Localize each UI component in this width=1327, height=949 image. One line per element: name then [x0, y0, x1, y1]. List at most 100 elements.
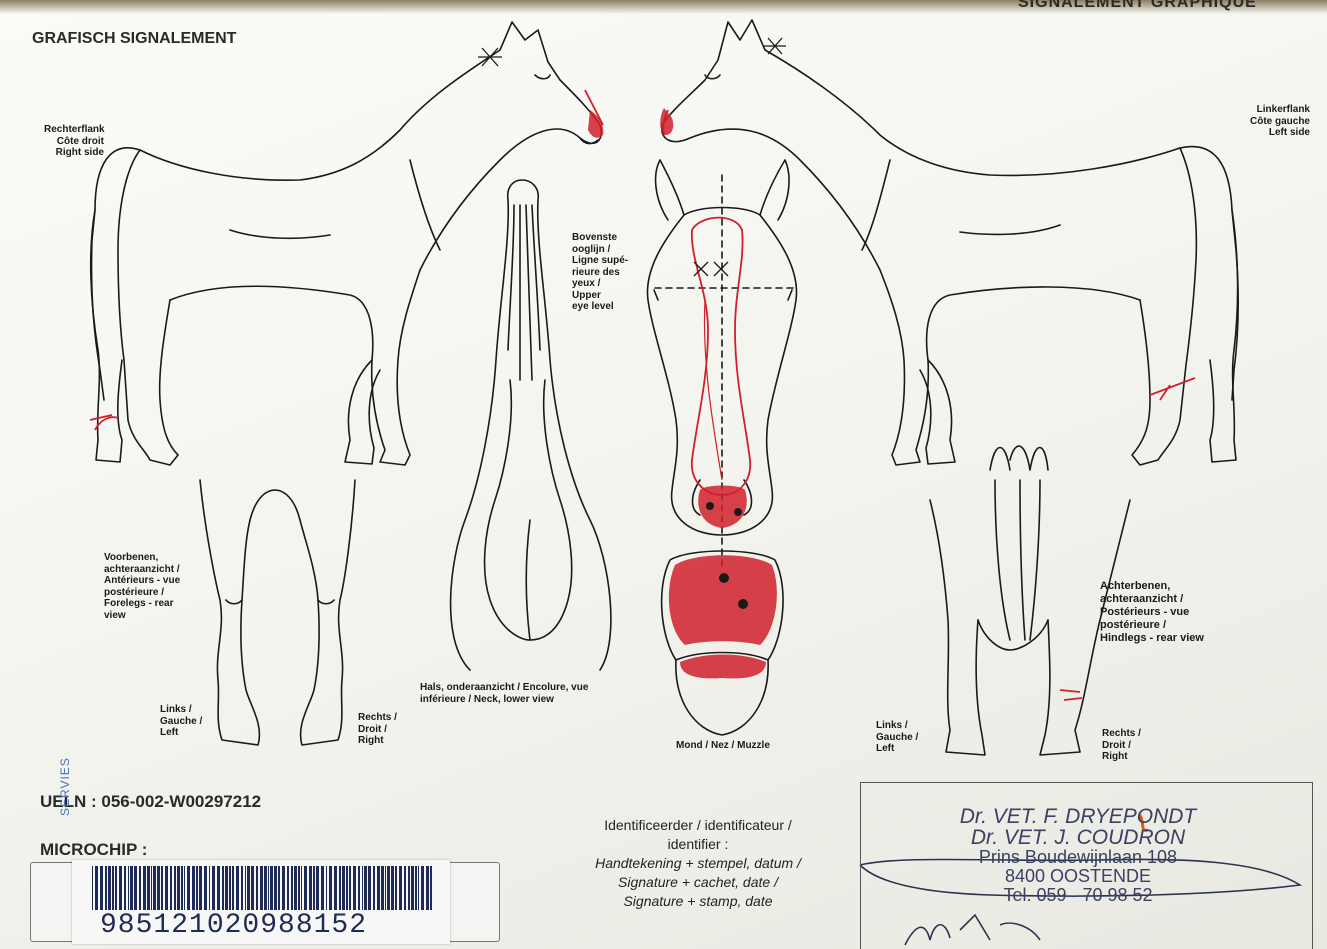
barcode-bar: [313, 866, 315, 910]
barcode-bar: [287, 866, 289, 910]
barcode-bar: [165, 866, 168, 910]
barcode-bar: [170, 866, 172, 910]
barcode-bar: [100, 866, 103, 910]
barcode-bar: [217, 866, 220, 910]
label-line: Right: [1102, 751, 1141, 763]
title-left: GRAFISCH SIGNALEMENT: [32, 30, 236, 48]
horse-right-side-outline: [91, 22, 602, 465]
barcode-bar: [304, 866, 307, 910]
barcode-bar: [115, 866, 117, 910]
horse-left-side-outline: [662, 20, 1238, 465]
barcode-bar: [418, 866, 419, 910]
barcode-bar: [391, 866, 394, 910]
barcode-bar: [399, 866, 402, 910]
label-line: postérieure /: [1100, 619, 1204, 632]
barcode-bar: [321, 866, 324, 910]
label-line: Voorbenen,: [104, 552, 180, 564]
identifier-line: Handtekening + stempel, datum /: [548, 854, 848, 873]
barcode-bar: [241, 866, 243, 910]
barcode-bar: [134, 866, 137, 910]
label-forelegs: Voorbenen, achteraanzicht / Antérieurs -…: [104, 552, 180, 621]
barcode-bar: [368, 866, 371, 910]
identifier-line: Signature + cachet, date /: [548, 873, 848, 892]
label-line: Ligne supé-: [572, 255, 628, 267]
label-line: Upper: [572, 290, 628, 302]
barcode-bar: [229, 866, 231, 910]
barcode-bar: [377, 866, 380, 910]
label-muzzle: Mond / Nez / Muzzle: [676, 740, 770, 752]
barcode-side-text: SERVIES: [58, 757, 72, 816]
barcode-bar: [161, 866, 163, 910]
label-line: Antérieurs - vue: [104, 575, 180, 587]
label-left-side: Linkerflank Côte gauche Left side: [1210, 104, 1310, 139]
stamp-line: Tel. 059 - 70 98 52: [898, 886, 1258, 905]
barcode-bar: [282, 866, 285, 910]
barcode-bar: [268, 866, 269, 910]
barcode-bar: [274, 866, 277, 910]
barcode-bar: [256, 866, 258, 910]
barcode-bar: [139, 866, 141, 910]
label-line: ooglijn /: [572, 244, 628, 256]
barcode-bar: [385, 866, 386, 910]
barcode-bar: [105, 866, 107, 910]
barcode-bar: [209, 866, 210, 910]
label-line: Côte droit: [44, 136, 104, 148]
label-line: achteraanzicht /: [104, 564, 180, 576]
barcode-bar: [232, 866, 234, 910]
barcode-bar: [151, 866, 152, 910]
barcode-bar: [358, 866, 360, 910]
label-line: Côte gauche: [1210, 116, 1310, 128]
barcode-bar: [346, 866, 348, 910]
label-line: postérieure /: [104, 587, 180, 599]
barcode-bar: [342, 866, 345, 910]
barcode-bar: [128, 866, 129, 910]
identifier-line: identifier :: [548, 835, 848, 854]
barcode-bar: [411, 866, 414, 910]
vet-stamp: Dr. VET. F. DRYEPONDT Dr. VET. J. COUDRO…: [898, 806, 1258, 905]
barcode-bar: [177, 866, 180, 910]
barcode-bar: [222, 866, 224, 910]
barcode-bar: [124, 866, 126, 910]
label-neck-lower-view: Hals, onderaanzicht / Encolure, vue infé…: [420, 682, 588, 705]
barcode-bar: [294, 866, 297, 910]
barcode-bar: [421, 866, 424, 910]
label-line: yeux /: [572, 278, 628, 290]
label-fore-right: Rechts / Droit / Right: [358, 712, 397, 747]
barcode-bar: [212, 866, 215, 910]
label-hind-left: Links / Gauche / Left: [876, 720, 918, 755]
barcode-bar: [404, 866, 406, 910]
label-fore-left: Links / Gauche / Left: [160, 704, 202, 739]
whorl-marks: [478, 38, 786, 276]
barcode-bar: [192, 866, 195, 910]
identifier-line: Signature + stamp, date: [548, 892, 848, 911]
barcode-bar: [415, 866, 417, 910]
label-line: Hindlegs - rear view: [1100, 632, 1204, 645]
label-line: Forelegs - rear: [104, 598, 180, 610]
barcode-bar: [373, 866, 375, 910]
label-line: Gauche /: [876, 732, 918, 744]
ueln-number: UELN : 056-002-W00297212: [40, 792, 261, 812]
label-line: Left side: [1210, 127, 1310, 139]
title-right: SIGNALEMENT GRAPHIQUE: [1018, 0, 1257, 12]
barcode-bar: [291, 866, 293, 910]
label-line: Left: [876, 743, 918, 755]
barcode-bar: [130, 866, 133, 910]
barcode-bar: [245, 866, 246, 910]
barcode-bar: [112, 866, 114, 910]
barcode-bar: [334, 866, 337, 910]
identifier-line: Identificeerder / identificateur /: [548, 816, 848, 835]
label-line: Left: [160, 727, 202, 739]
label-upper-eye-level: Bovenste ooglijn / Ligne supé- rieure de…: [572, 232, 628, 313]
barcode-bar: [362, 866, 363, 910]
barcode-bar: [92, 866, 93, 910]
label-line: Achterbenen,: [1100, 580, 1204, 593]
barcode-bar: [349, 866, 351, 910]
identifier-block: Identificeerder / identificateur / ident…: [548, 816, 848, 911]
barcode-bar: [387, 866, 390, 910]
barcode-bar: [430, 866, 432, 910]
label-line: Rechts /: [358, 712, 397, 724]
barcode-bar: [260, 866, 263, 910]
barcode-bar: [174, 866, 176, 910]
barcode-bar: [153, 866, 156, 910]
label-line: Links /: [160, 704, 202, 716]
